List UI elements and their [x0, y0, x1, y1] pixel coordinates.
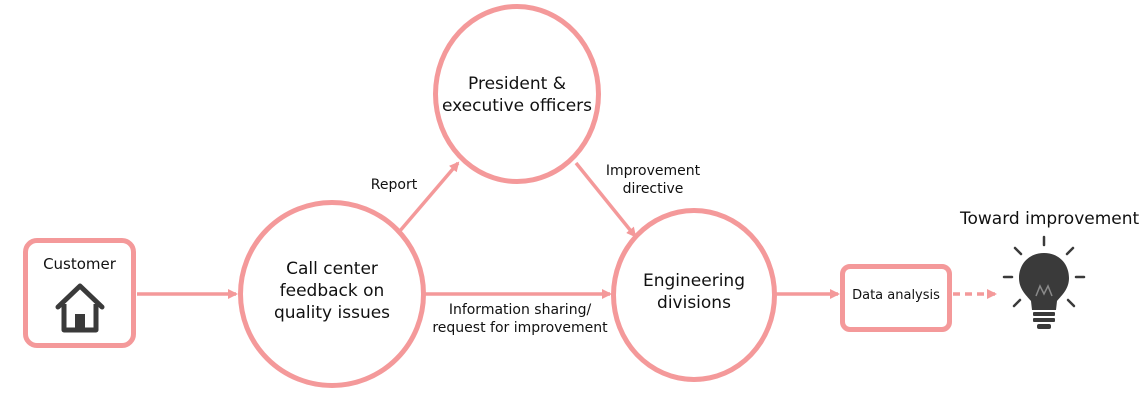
lightbulb-glass: [1019, 253, 1069, 310]
president-label: President & executive officers: [433, 73, 601, 117]
lightbulb-filament: [1035, 284, 1053, 297]
engineering-line-1: Engineering: [643, 271, 745, 291]
lightbulb-ray: [1012, 298, 1022, 308]
president-line-1: President &: [468, 74, 566, 94]
call-center-node: [238, 200, 426, 388]
engineering-label: Engineering divisions: [611, 270, 777, 314]
president-line-2: executive officers: [441, 96, 593, 117]
customer-label: Customer: [43, 255, 116, 273]
information-sharing-label: Information sharing/ request for improve…: [416, 301, 624, 337]
lightbulb-ray: [1013, 246, 1023, 256]
call-center-line-3: quality issues: [273, 303, 391, 324]
report-label: Report: [370, 177, 418, 193]
lightbulb-ray: [1065, 246, 1075, 256]
information-sharing-line-2: request for improvement: [432, 320, 608, 337]
lightbulb-base-ring: [1033, 312, 1055, 316]
lightbulb-icon: [1002, 235, 1086, 329]
improvement-directive-line-1: Improvement: [605, 163, 701, 179]
data-analysis-label: Data analysis: [852, 288, 940, 303]
call-center-line-2: feedback on: [279, 281, 385, 302]
engineering-node: [611, 208, 777, 382]
arrow-report: [397, 161, 460, 234]
information-sharing-line-1: Information sharing/: [448, 302, 592, 318]
improvement-directive-line-2: directive: [622, 181, 684, 198]
data-analysis-node: [840, 264, 952, 332]
lightbulb-base-tip: [1037, 324, 1051, 329]
improvement-directive-label: Improvement directive: [588, 162, 718, 198]
lightbulb-ray: [1066, 298, 1076, 308]
house-icon: [55, 283, 105, 333]
president-node: [433, 4, 601, 184]
toward-improvement-title: Toward improvement: [960, 209, 1140, 229]
call-center-label: Call center feedback on quality issues: [238, 258, 426, 324]
lightbulb-base-ring: [1033, 318, 1055, 322]
call-center-line-1: Call center: [286, 259, 378, 279]
arrow-improvement-directive: [574, 161, 637, 238]
engineering-line-2: divisions: [657, 293, 731, 314]
